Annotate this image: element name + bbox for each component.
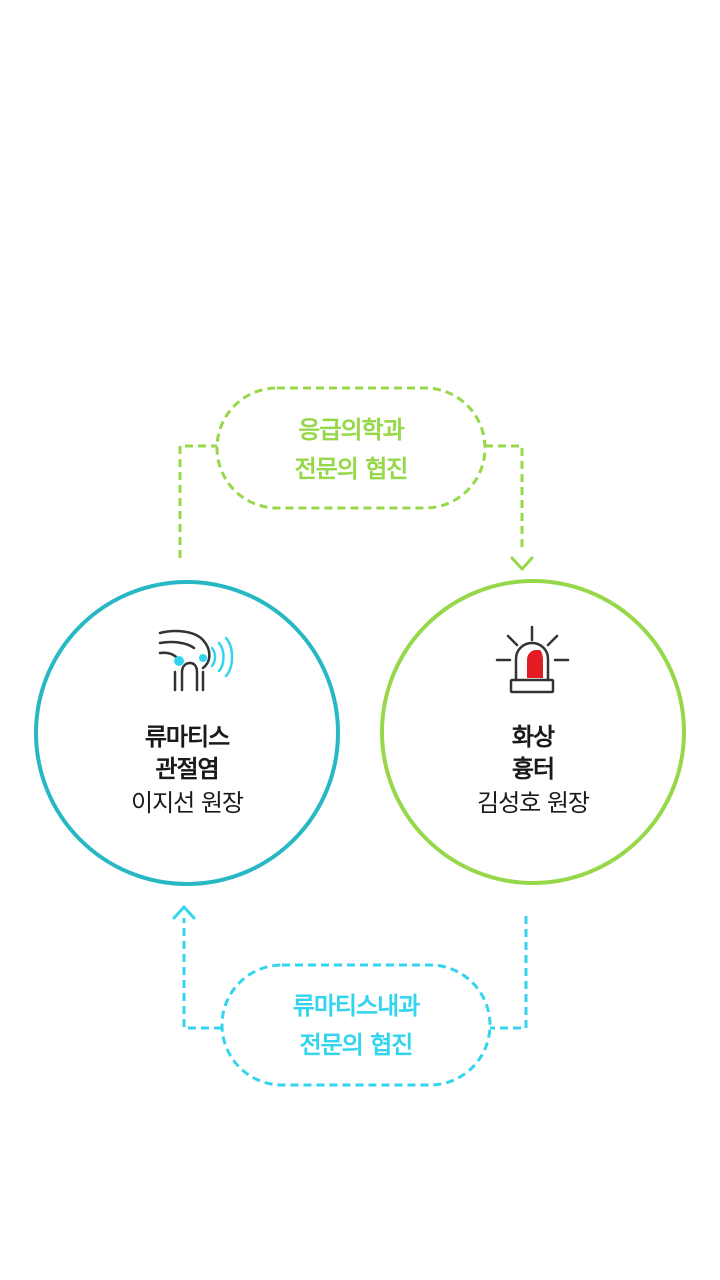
siren-icon xyxy=(495,625,570,694)
knee-joint-icon xyxy=(158,629,234,692)
bottom-connector xyxy=(182,916,528,1087)
left-node: 류마티스 관절염 이지선 원장 xyxy=(34,580,340,886)
top-connector-arrowhead xyxy=(510,556,534,571)
top-connector-right-line xyxy=(485,444,524,552)
knee-joint-highlight xyxy=(174,656,184,666)
siren-light xyxy=(527,650,543,678)
top-pill-outline xyxy=(215,386,487,510)
top-connector-left-line xyxy=(178,444,217,558)
top-pill-line2: 전문의 협진 xyxy=(295,455,408,483)
right-node-title-line2: 흉터 xyxy=(512,755,554,783)
knee-joint-highlight-2 xyxy=(199,654,207,662)
bottom-pill-line1: 류마티스내과 xyxy=(293,992,420,1020)
left-node-circle xyxy=(34,580,340,886)
bottom-pill-line2: 전문의 협진 xyxy=(300,1031,413,1059)
left-node-title-line1: 류마티스 xyxy=(145,723,230,751)
bottom-connector-right-line xyxy=(490,916,528,1030)
top-connector xyxy=(178,386,524,558)
right-node: 화상 흉터 김성호 원장 xyxy=(380,579,686,885)
bottom-pill-outline xyxy=(220,963,492,1087)
right-node-doctor-name: 김성호 원장 xyxy=(477,789,590,817)
right-node-title-line1: 화상 xyxy=(512,723,555,751)
bottom-connector-arrowhead xyxy=(172,905,196,920)
left-node-doctor-name: 이지선 원장 xyxy=(131,789,244,817)
right-node-circle xyxy=(380,579,686,885)
bottom-connector-left-line xyxy=(182,918,222,1030)
top-pill-line1: 응급의학과 xyxy=(298,416,404,444)
left-node-title-line2: 관절염 xyxy=(155,755,218,783)
